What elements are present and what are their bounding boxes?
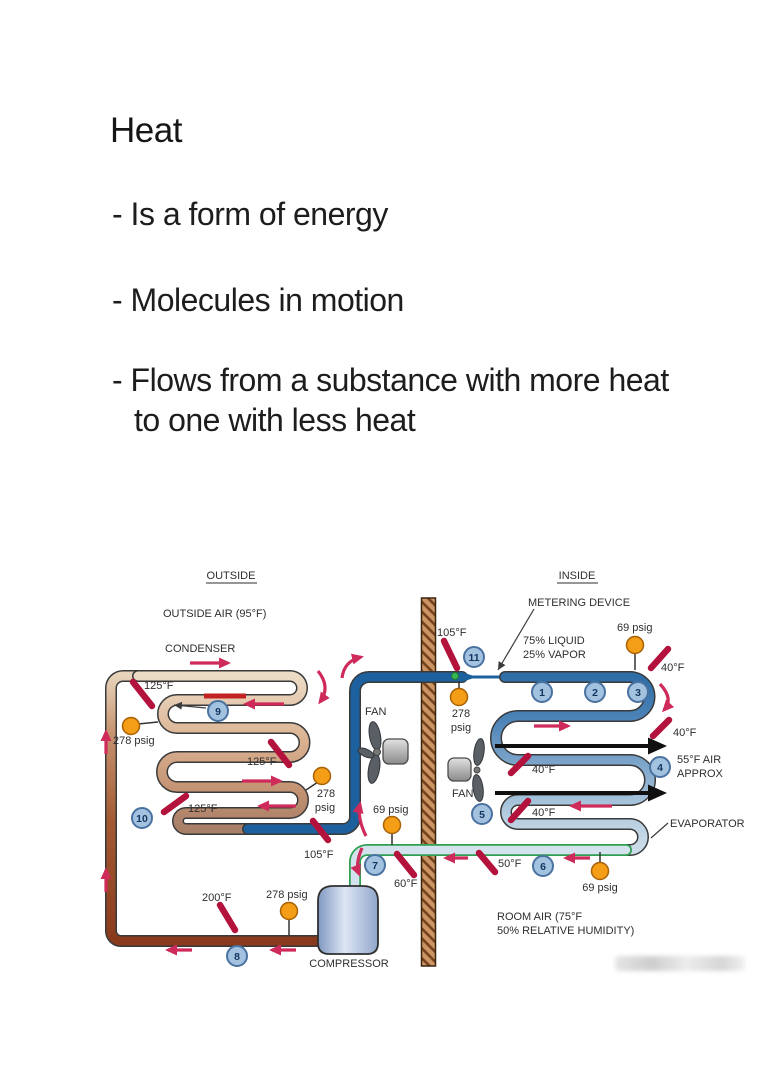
label-evaporator: EVAPORATOR: [670, 818, 745, 830]
label-room-air-line2: 50% RELATIVE HUMIDITY): [497, 925, 634, 937]
svg-text:7: 7: [372, 860, 378, 872]
cycle-point-1: 1: [531, 681, 553, 703]
pressure-69-suction-left: 69 psig: [373, 804, 408, 816]
fan-blade: [472, 774, 484, 802]
temp-60: 60°F: [394, 878, 418, 890]
cycle-point-9: 9: [207, 700, 229, 722]
label-25-vapor: 25% VAPOR: [523, 649, 586, 661]
compressor-tank: [317, 885, 379, 955]
flow-arrows: [100, 653, 675, 956]
cycle-point-8: 8: [226, 945, 248, 967]
temp-125-top: 125°F: [144, 680, 174, 692]
condenser-coil: [133, 671, 309, 834]
evaporator-coil: [491, 672, 655, 855]
gauge-stems: [137, 653, 636, 936]
gauge-69-evaporator-top: [625, 635, 645, 655]
pressure-278-discharge: 278 psig: [266, 889, 308, 901]
liquid-line: [243, 672, 467, 834]
temperature-probes: [129, 637, 673, 934]
temp-105-outside: 105°F: [304, 849, 334, 861]
pressure-278-inside-line2: psig: [451, 722, 471, 734]
bullet-energy: - Is a form of energy: [112, 196, 388, 232]
fan-hub: [473, 766, 481, 774]
cycle-point-3: 3: [627, 681, 649, 703]
svg-text:1: 1: [539, 687, 545, 699]
pressure-278-mid-line1: 278: [317, 788, 335, 800]
cycle-point-11: 11: [463, 646, 485, 668]
cycle-point-10: 10: [131, 807, 153, 829]
fan-hub: [373, 748, 381, 756]
label-outside-air: OUTSIDE AIR (95°F): [163, 608, 266, 620]
fan-blade: [357, 747, 375, 759]
page-title: Heat: [110, 111, 182, 150]
label-55f-air: 55°F AIR: [677, 754, 721, 766]
pressure-69-evap-top: 69 psig: [617, 622, 652, 634]
cycle-point-5: 5: [471, 803, 493, 825]
pressure-278-inside-line1: 278: [452, 708, 470, 720]
bullet-molecules: - Molecules in motion: [112, 282, 404, 318]
svg-text:9: 9: [215, 706, 221, 718]
outside-fan: [357, 721, 409, 784]
cycle-points: 1 2 3 4 5 6 7 8 9 10 11: [131, 646, 671, 967]
label-75-liquid: 75% LIQUID: [523, 635, 585, 647]
label-fan-inside: FAN: [452, 788, 473, 800]
label-metering-device: METERING DEVICE: [528, 597, 630, 609]
label-condenser: CONDENSER: [165, 643, 235, 655]
temp-40-d: 40°F: [532, 807, 556, 819]
temp-40-c: 40°F: [532, 764, 556, 776]
temp-40-a: 40°F: [661, 662, 685, 674]
svg-text:3: 3: [635, 687, 641, 699]
svg-text:5: 5: [479, 809, 485, 821]
pressure-69-evap-bottom: 69 psig: [582, 882, 617, 894]
refrigeration-cycle-diagram: 1 2 3 4 5 6 7 8 9 10 11 OUTSIDE INSIDE O…: [100, 570, 745, 970]
fan-blade: [368, 721, 382, 751]
gauge-278-liquid-inside: [449, 687, 469, 707]
gauge-69-evaporator-bottom: [590, 861, 610, 881]
gauge-278-condenser-left: [121, 716, 141, 736]
pressure-278-left: 278 psig: [113, 735, 155, 747]
svg-text:10: 10: [136, 813, 148, 825]
label-outside: OUTSIDE: [207, 570, 256, 582]
temp-40-b: 40°F: [673, 727, 697, 739]
svg-text:4: 4: [657, 762, 663, 774]
label-55f-approx: APPROX: [677, 768, 724, 780]
wall: [420, 597, 437, 967]
pressure-gauges: [121, 635, 645, 921]
temp-200: 200°F: [202, 892, 232, 904]
sensor-dot: [451, 672, 459, 680]
svg-text:6: 6: [540, 861, 546, 873]
svg-text:8: 8: [234, 951, 240, 963]
pointer-lines: [173, 608, 669, 839]
label-inside: INSIDE: [559, 570, 596, 582]
inside-fan: [447, 738, 485, 802]
watermark-smudge: [615, 956, 745, 971]
cycle-point-4: 4: [649, 756, 671, 778]
label-compressor: COMPRESSOR: [309, 958, 389, 970]
temp-125-mid: 125°F: [247, 756, 277, 768]
temp-50: 50°F: [498, 858, 522, 870]
pressure-278-mid-line2: psig: [315, 802, 335, 814]
label-fan-outside: FAN: [365, 706, 386, 718]
gauge-278-condenser-mid: [312, 766, 332, 786]
cycle-point-6: 6: [532, 855, 554, 877]
fan-blade: [473, 738, 485, 766]
fan-blade: [367, 754, 381, 784]
gauge-69-suction-left: [382, 815, 402, 835]
air-flow-arrows: [495, 737, 667, 802]
svg-text:2: 2: [592, 687, 598, 699]
hot-gas-line: [106, 671, 377, 946]
bullet-flows: - Flows from a substance with more heat …: [112, 362, 669, 438]
temp-125-bottom: 125°F: [188, 803, 218, 815]
label-room-air-line1: ROOM AIR (75°F: [497, 911, 582, 923]
cycle-point-7: 7: [364, 854, 386, 876]
fan-motor: [447, 757, 472, 782]
svg-text:11: 11: [468, 652, 479, 664]
temp-105-inside: 105°F: [437, 627, 467, 639]
gauge-278-discharge: [279, 901, 299, 921]
cycle-point-2: 2: [584, 681, 606, 703]
fan-motor: [382, 738, 409, 765]
